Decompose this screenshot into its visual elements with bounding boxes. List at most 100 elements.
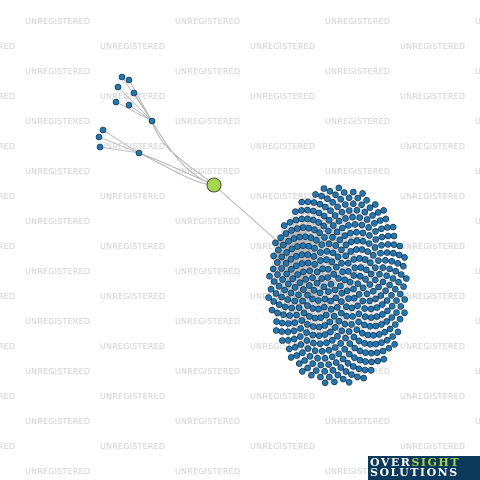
- graph-node: [329, 234, 336, 241]
- graph-node: [367, 366, 375, 374]
- graph-node: [358, 221, 366, 229]
- graph-node: [378, 339, 385, 347]
- graph-node: [300, 309, 308, 317]
- graph-node: [312, 367, 320, 374]
- graph-node: [371, 244, 379, 251]
- graph-node: [331, 286, 339, 294]
- graph-node: [399, 262, 407, 270]
- graph-node: [325, 216, 333, 224]
- graph-node: [370, 331, 377, 339]
- graph-node: [376, 217, 384, 224]
- graph-node: [362, 358, 369, 365]
- graph-node: [372, 295, 379, 303]
- graph-node: [347, 248, 355, 255]
- graph-node: [344, 359, 352, 367]
- graph-edge: [115, 101, 153, 122]
- graph-node: [366, 281, 374, 288]
- graph-node: [385, 344, 393, 352]
- graph-node: [318, 241, 326, 248]
- graph-node: [335, 317, 343, 325]
- graph-node: [366, 232, 373, 239]
- graph-node: [350, 333, 358, 341]
- graph-node: [366, 297, 374, 305]
- watermark-text: UNREGISTERED: [175, 217, 240, 226]
- graph-node: [371, 276, 379, 284]
- graph-node: [356, 214, 364, 221]
- watermark-text: UNREGISTERED: [0, 392, 15, 401]
- graph-node: [330, 312, 338, 320]
- watermark-text: UNREGISTERED: [25, 317, 90, 326]
- graph-node: [270, 298, 278, 305]
- graph-node: [272, 290, 280, 297]
- graph-node: [389, 249, 397, 257]
- logo-word-sight: SIGHT: [411, 456, 461, 469]
- graph-node: [323, 339, 330, 347]
- graph-node: [309, 360, 317, 368]
- graph-node: [353, 326, 361, 334]
- watermark-text: UNREGISTERED: [0, 192, 15, 201]
- graph-node: [352, 246, 360, 253]
- watermark-text: UNREGISTERED: [325, 117, 390, 126]
- graph-node: [379, 264, 387, 271]
- graph-node: [326, 187, 334, 195]
- graph-node: [349, 188, 357, 196]
- graph-node: [118, 73, 126, 81]
- graph-node: [389, 223, 397, 231]
- graph-node: [361, 339, 368, 347]
- graph-node: [378, 233, 386, 241]
- graph-node: [310, 199, 318, 206]
- graph-node: [338, 246, 345, 254]
- graph-node: [355, 365, 363, 373]
- graph-node: [349, 213, 356, 221]
- graph-node: [269, 265, 277, 273]
- graph-node: [362, 276, 369, 283]
- graph-node: [278, 319, 286, 327]
- graph-node: [291, 283, 299, 291]
- graph-node: [342, 303, 350, 311]
- graph-node: [383, 297, 391, 304]
- graph-node: [383, 318, 391, 325]
- graph-node: [391, 321, 399, 328]
- watermark-text: UNREGISTERED: [475, 217, 480, 226]
- graph-node: [401, 254, 408, 261]
- graph-node: [338, 289, 346, 297]
- graph-node: [298, 198, 306, 206]
- graph-node: [310, 253, 318, 260]
- graph-node: [281, 303, 289, 311]
- graph-node: [303, 329, 310, 336]
- graph-node: [324, 274, 332, 281]
- graph-node: [282, 230, 290, 237]
- watermark-text: UNREGISTERED: [400, 242, 465, 251]
- watermark-text: UNREGISTERED: [400, 442, 465, 451]
- watermark-text: UNREGISTERED: [325, 167, 390, 176]
- graph-node: [314, 354, 321, 362]
- graph-node: [386, 325, 394, 333]
- graph-node: [298, 317, 306, 324]
- graph-node: [345, 350, 353, 358]
- graph-node: [321, 367, 329, 375]
- graph-node: [344, 268, 352, 275]
- graph-node: [292, 216, 300, 224]
- graph-node: [360, 374, 368, 382]
- graph-node: [329, 366, 337, 374]
- central-node: [206, 177, 222, 193]
- graph-node: [304, 321, 311, 328]
- watermark-text: UNREGISTERED: [25, 467, 90, 476]
- watermark-text: UNREGISTERED: [25, 67, 90, 76]
- graph-node: [361, 208, 369, 216]
- graph-node: [391, 340, 398, 348]
- logo-word-over: OVER: [370, 456, 412, 469]
- watermark-text: UNREGISTERED: [475, 167, 480, 176]
- graph-node: [310, 286, 318, 294]
- graph-node: [304, 364, 311, 372]
- graph-node: [333, 228, 341, 236]
- graph-node: [278, 337, 286, 344]
- graph-node: [301, 357, 308, 364]
- graph-node: [372, 228, 379, 235]
- graph-node: [297, 341, 305, 348]
- graph-node: [350, 272, 358, 279]
- graph-node: [289, 275, 297, 283]
- watermark-text: UNREGISTERED: [475, 267, 480, 276]
- graph-node: [325, 227, 332, 235]
- graph-node: [311, 314, 319, 322]
